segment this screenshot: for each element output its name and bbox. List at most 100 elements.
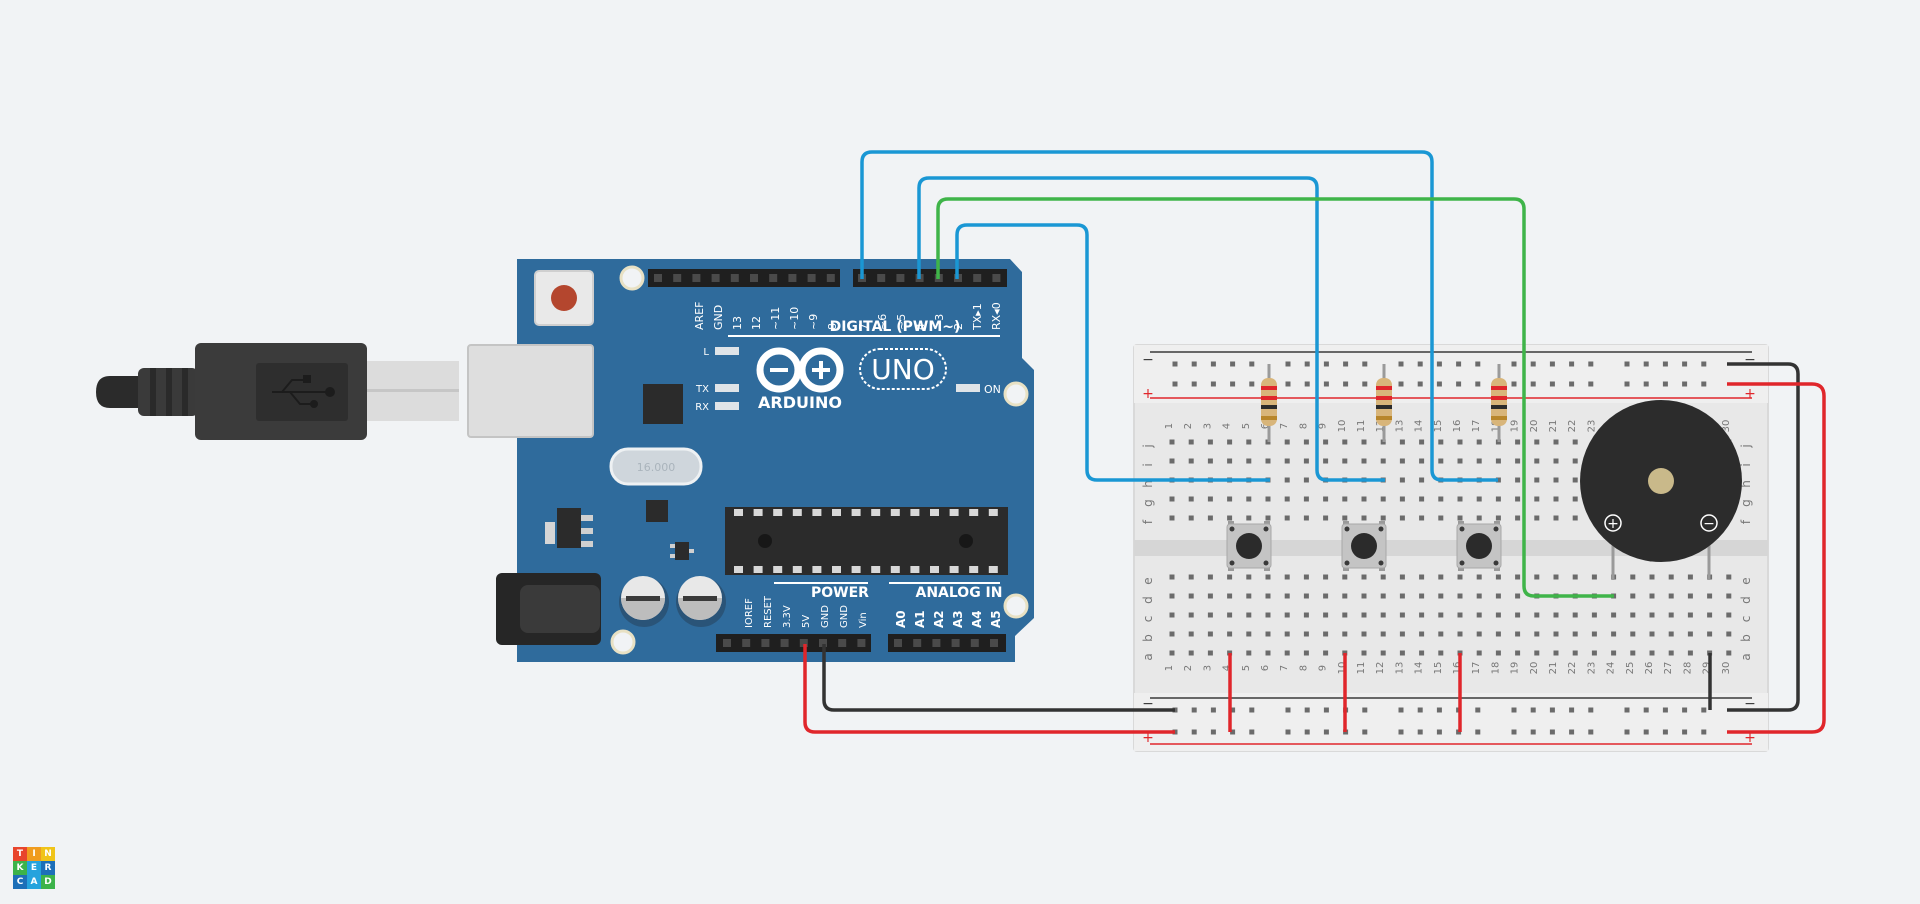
breadboard-hole[interactable] xyxy=(1227,458,1233,464)
breadboard-hole[interactable] xyxy=(1323,707,1329,713)
breadboard-hole[interactable] xyxy=(1701,361,1707,367)
breadboard-hole[interactable] xyxy=(1436,729,1442,735)
breadboard-hole[interactable] xyxy=(1207,515,1213,521)
breadboard-hole[interactable] xyxy=(1701,381,1707,387)
wire-pin7[interactable] xyxy=(860,150,1498,482)
breadboard-hole[interactable] xyxy=(1303,612,1309,618)
breadboard-hole[interactable] xyxy=(1569,381,1575,387)
breadboard-hole[interactable] xyxy=(1553,439,1559,445)
breadboard-hole[interactable] xyxy=(1246,496,1252,502)
breadboard-hole[interactable] xyxy=(1649,574,1655,580)
breadboard-hole[interactable] xyxy=(1475,707,1481,713)
header-hole[interactable] xyxy=(692,274,701,282)
breadboard-hole[interactable] xyxy=(1169,515,1175,521)
resistor[interactable] xyxy=(1376,364,1392,442)
breadboard-hole[interactable] xyxy=(1207,612,1213,618)
wire-gnd-to-rail[interactable] xyxy=(822,644,1175,712)
breadboard-hole[interactable] xyxy=(1511,707,1517,713)
breadboard-hole[interactable] xyxy=(1342,515,1348,521)
breadboard-hole[interactable] xyxy=(1495,458,1501,464)
breadboard-hole[interactable] xyxy=(1572,477,1578,483)
breadboard-hole[interactable] xyxy=(1246,612,1252,618)
arduino-uno-board[interactable]: 16.000 xyxy=(467,259,1034,662)
breadboard-hole[interactable] xyxy=(1188,612,1194,618)
breadboard-hole[interactable] xyxy=(1572,496,1578,502)
breadboard-hole[interactable] xyxy=(1380,631,1386,637)
breadboard-hole[interactable] xyxy=(1227,631,1233,637)
breadboard-hole[interactable] xyxy=(1438,593,1444,599)
breadboard-hole[interactable] xyxy=(1380,515,1386,521)
reset-button[interactable] xyxy=(551,285,577,311)
breadboard-hole[interactable] xyxy=(1457,593,1463,599)
breadboard-hole[interactable] xyxy=(1323,361,1329,367)
breadboard-hole[interactable] xyxy=(1591,574,1597,580)
breadboard-hole[interactable] xyxy=(1188,650,1194,656)
breadboard-hole[interactable] xyxy=(1188,631,1194,637)
breadboard-hole[interactable] xyxy=(1436,381,1442,387)
resistor[interactable] xyxy=(1491,364,1507,442)
breadboard-hole[interactable] xyxy=(1227,439,1233,445)
breadboard-hole[interactable] xyxy=(1572,650,1578,656)
breadboard-hole[interactable] xyxy=(1515,515,1521,521)
breadboard-hole[interactable] xyxy=(1457,574,1463,580)
breadboard-hole[interactable] xyxy=(1361,574,1367,580)
breadboard-hole[interactable] xyxy=(1361,515,1367,521)
breadboard-hole[interactable] xyxy=(1284,477,1290,483)
breadboard-hole[interactable] xyxy=(1534,477,1540,483)
breadboard-hole[interactable] xyxy=(1549,707,1555,713)
breadboard-hole[interactable] xyxy=(1303,496,1309,502)
breadboard-hole[interactable] xyxy=(1342,496,1348,502)
breadboard-hole[interactable] xyxy=(1495,612,1501,618)
breadboard-hole[interactable] xyxy=(1398,361,1404,367)
breadboard-hole[interactable] xyxy=(1169,631,1175,637)
breadboard-hole[interactable] xyxy=(1475,361,1481,367)
header-hole[interactable] xyxy=(896,274,905,282)
breadboard-hole[interactable] xyxy=(1207,496,1213,502)
breadboard-hole[interactable] xyxy=(1227,574,1233,580)
breadboard-hole[interactable] xyxy=(1662,381,1668,387)
breadboard-hole[interactable] xyxy=(1549,381,1555,387)
breadboard-hole[interactable] xyxy=(1553,612,1559,618)
breadboard-hole[interactable] xyxy=(1380,593,1386,599)
piezo-buzzer[interactable]: + − xyxy=(1580,400,1742,580)
breadboard-hole[interactable] xyxy=(1399,574,1405,580)
breadboard-hole[interactable] xyxy=(1399,477,1405,483)
breadboard-hole[interactable] xyxy=(1284,631,1290,637)
breadboard-hole[interactable] xyxy=(1265,631,1271,637)
breadboard-hole[interactable] xyxy=(1649,593,1655,599)
header-hole[interactable] xyxy=(990,639,998,647)
breadboard-hole[interactable] xyxy=(1456,361,1462,367)
breadboard-hole[interactable] xyxy=(1553,631,1559,637)
breadboard-hole[interactable] xyxy=(1476,631,1482,637)
button-cap[interactable] xyxy=(1466,533,1492,559)
usb-b-jack[interactable] xyxy=(467,344,594,438)
breadboard-hole[interactable] xyxy=(1323,612,1329,618)
header-hole[interactable] xyxy=(951,639,960,647)
header-hole[interactable] xyxy=(654,274,662,282)
breadboard-hole[interactable] xyxy=(1534,612,1540,618)
breadboard-hole[interactable] xyxy=(1726,650,1732,656)
breadboard-hole[interactable] xyxy=(1323,439,1329,445)
breadboard-hole[interactable] xyxy=(1572,612,1578,618)
breadboard-hole[interactable] xyxy=(1419,458,1425,464)
breadboard-hole[interactable] xyxy=(1630,593,1636,599)
breadboard-hole[interactable] xyxy=(1323,515,1329,521)
breadboard-hole[interactable] xyxy=(1343,361,1349,367)
breadboard-hole[interactable] xyxy=(1172,361,1178,367)
breadboard-hole[interactable] xyxy=(1668,631,1674,637)
breadboard-hole[interactable] xyxy=(1284,496,1290,502)
breadboard-hole[interactable] xyxy=(1530,381,1536,387)
breadboard-hole[interactable] xyxy=(1553,574,1559,580)
breadboard-hole[interactable] xyxy=(1191,729,1197,735)
wire-5v-to-rail[interactable] xyxy=(803,644,1175,734)
breadboard-hole[interactable] xyxy=(1172,381,1178,387)
push-button[interactable] xyxy=(1226,521,1272,571)
breadboard-hole[interactable] xyxy=(1285,707,1291,713)
header-hole[interactable] xyxy=(838,639,847,647)
breadboard-hole[interactable] xyxy=(1511,381,1517,387)
breadboard-hole[interactable] xyxy=(1630,574,1636,580)
breadboard-hole[interactable] xyxy=(1530,707,1536,713)
breadboard-hole[interactable] xyxy=(1210,361,1216,367)
breadboard-hole[interactable] xyxy=(1249,707,1255,713)
breadboard-hole[interactable] xyxy=(1342,593,1348,599)
